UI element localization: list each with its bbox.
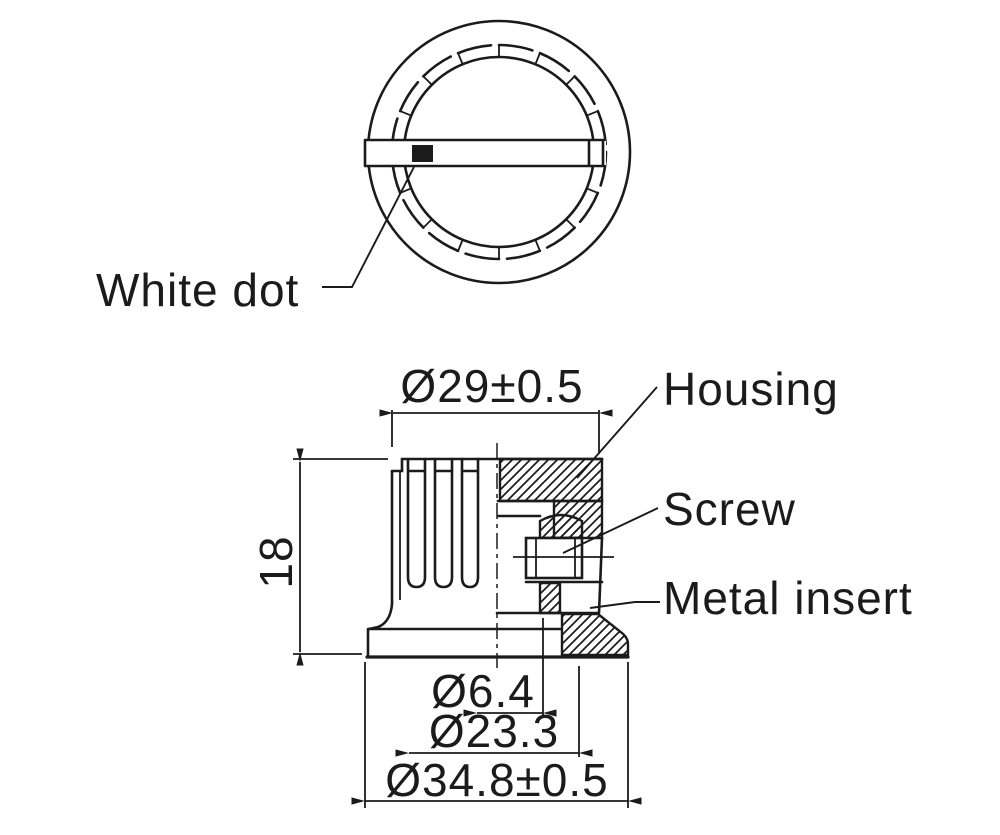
dim-hole-diameter-text: Ø6.4 xyxy=(431,665,535,717)
rib-groove-3 xyxy=(460,457,480,589)
white-dot-label: White dot xyxy=(96,264,299,316)
screw-leader-line xyxy=(562,507,659,554)
dimension-insert-diameter: Ø23.3 xyxy=(395,666,593,757)
rib-groove-2 xyxy=(433,457,454,589)
white-dot-leader-line xyxy=(322,166,415,288)
housing-leader-line xyxy=(576,386,658,479)
screw-label: Screw xyxy=(663,483,796,535)
dimension-height: 18 xyxy=(250,448,388,666)
dimension-hole-diameter: Ø6.4 xyxy=(431,618,557,717)
pointer-band xyxy=(363,138,605,168)
white-dot-marker xyxy=(412,145,433,162)
dim-base-diameter-text: Ø34.8±0.5 xyxy=(385,754,609,806)
housing-label: Housing xyxy=(663,363,839,415)
dim-insert-diameter-text: Ø23.3 xyxy=(429,705,559,757)
metal-insert-label: Metal insert xyxy=(663,572,913,624)
metal-insert-leader-line xyxy=(589,601,660,609)
dimension-top-diameter: Ø29±0.5 xyxy=(379,360,613,454)
dim-top-diameter-text: Ø29±0.5 xyxy=(400,360,583,412)
insert-boss-section xyxy=(538,513,584,540)
dim-height-text: 18 xyxy=(250,535,302,588)
housing-section-top xyxy=(498,457,604,503)
knob-skirt-flare xyxy=(366,602,394,658)
set-screw xyxy=(524,536,584,580)
knob-top-edge xyxy=(390,457,604,473)
rib-groove-1 xyxy=(406,457,427,589)
top-view: White dot xyxy=(96,19,632,316)
section-view: Housing Screw Metal insert Ø29±0.5 18 Ø6… xyxy=(250,360,913,808)
insert-wall-section xyxy=(538,581,562,615)
flange-section xyxy=(560,612,630,657)
housing-lower-side xyxy=(597,536,604,615)
pointer-band-mask xyxy=(361,141,606,165)
dimension-base-diameter: Ø34.8±0.5 xyxy=(351,662,642,808)
